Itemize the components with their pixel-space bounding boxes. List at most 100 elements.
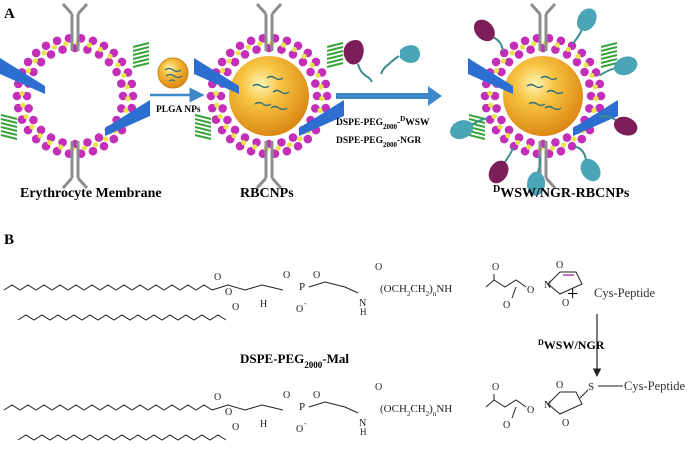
carbonyl-oxygen-label: O [375, 262, 382, 273]
caption-rbcnps: RBCNPs [240, 186, 294, 201]
ester-oxygen-label: O [214, 272, 221, 283]
lipid-tail [23, 113, 29, 120]
imide-oxygen-label: O [556, 380, 563, 391]
lipid-tail [315, 72, 321, 79]
glycerol-backbone [211, 404, 263, 411]
phosphate-oxygen-label: O [313, 390, 320, 401]
ester-oxygen-label: O [527, 285, 534, 296]
arrow-2 [336, 86, 442, 106]
lipid-head [497, 115, 506, 125]
membrane-protein-blue [194, 58, 239, 94]
lipid-head [288, 50, 298, 59]
phosphate-linker [261, 281, 359, 294]
lipid-head [298, 57, 308, 67]
lipid-tail [309, 62, 315, 68]
imide-n-label: N [544, 280, 551, 291]
lipid-head [104, 57, 114, 67]
compound-name: DSPE-PEG2000-Mal [240, 351, 349, 370]
lipid-tail [51, 44, 58, 50]
lipid-tail [509, 50, 515, 56]
succinate-linker [485, 274, 527, 299]
drug-cargo [528, 101, 546, 107]
ligand-teal-icon [380, 45, 420, 75]
lipid-tail [19, 90, 25, 96]
lipid-head [509, 41, 519, 51]
drug-cargo [544, 105, 562, 111]
lipid-tail [245, 44, 252, 50]
lipid-head [240, 133, 250, 142]
succinate-linker [485, 394, 527, 419]
panel-a-letter: A [4, 6, 15, 22]
lipid-tail [115, 62, 121, 68]
lipid-head [216, 91, 226, 101]
membrane-protein-blue [468, 58, 513, 94]
phosphate-oxygen-minus-label: O [296, 424, 303, 435]
amide-h-label: H [360, 307, 367, 317]
lipid-head [52, 36, 62, 46]
plus-sign: + [567, 283, 578, 305]
arrow-1-label: PLGA NPs [156, 105, 201, 115]
membrane-protein-green [0, 134, 18, 140]
lipid-head [223, 115, 232, 125]
membrane-protein-green [194, 130, 212, 136]
membrane-protein-green [0, 126, 18, 132]
drug-cargo [254, 101, 272, 107]
lipid-tail [124, 84, 130, 90]
lipid-head [580, 67, 589, 77]
lipid-head [311, 79, 320, 88]
ligand-purple-icon [343, 40, 373, 83]
lipid-head [88, 146, 98, 156]
lipid-tail [500, 58, 506, 64]
lipid-tail [86, 42, 92, 48]
lipid-tail [565, 46, 571, 53]
membrane-protein-green [194, 126, 212, 132]
sulfur-label: S [588, 381, 594, 393]
lipid-tail [593, 96, 599, 102]
membrane-protein-green [0, 118, 18, 124]
lipid-head [230, 57, 240, 67]
functionalized-rbcnp-vesicle [450, 2, 638, 196]
lipid-head [572, 57, 582, 67]
lipid-tail [526, 144, 532, 150]
membrane-protein [61, 2, 89, 16]
membrane-protein-green [600, 42, 618, 48]
lipid-tail [286, 142, 293, 148]
lipid-head [596, 91, 606, 101]
lipid-head [218, 104, 227, 113]
targeting-ligand [576, 8, 597, 31]
lipid-head [562, 50, 572, 59]
lipid-tail [505, 133, 511, 139]
membrane-protein-green [600, 54, 618, 60]
lipid-head [112, 67, 121, 77]
lipid-tail [571, 136, 577, 142]
lipid-head [36, 125, 46, 135]
membrane-protein-green [468, 114, 486, 120]
arrow-2-label-2: DSPE-PEG2000-NGR [336, 136, 421, 149]
lipid-tail [488, 102, 494, 108]
lipid-head [22, 91, 32, 101]
lipid-head [23, 57, 33, 67]
imide-oxygen-label: O [562, 298, 569, 309]
h-label: H [260, 419, 267, 430]
lipid-head [282, 146, 292, 156]
lipid-head [551, 138, 560, 147]
carbonyl-oxygen-label: O [503, 300, 510, 311]
membrane-protein-green [600, 50, 618, 56]
lipid-head [29, 67, 38, 77]
minus-label: - [304, 419, 307, 428]
lipid-tail [47, 139, 53, 146]
lipid-head [490, 91, 500, 101]
amide-n-label: N [359, 418, 366, 429]
membrane-protein-blue [573, 100, 618, 136]
ester-oxygen-label: O [527, 405, 534, 416]
caption-erythrocyte-membrane: Erythrocyte Membrane [20, 186, 162, 201]
targeting-ligand [450, 120, 474, 140]
lipid-head [118, 91, 128, 101]
lipid-tail [235, 50, 241, 56]
lipid-tail [317, 107, 323, 113]
membrane-protein-green [326, 58, 344, 64]
lipid-head [230, 125, 240, 135]
membrane-protein-green [0, 114, 18, 120]
lipid-head [585, 79, 594, 88]
